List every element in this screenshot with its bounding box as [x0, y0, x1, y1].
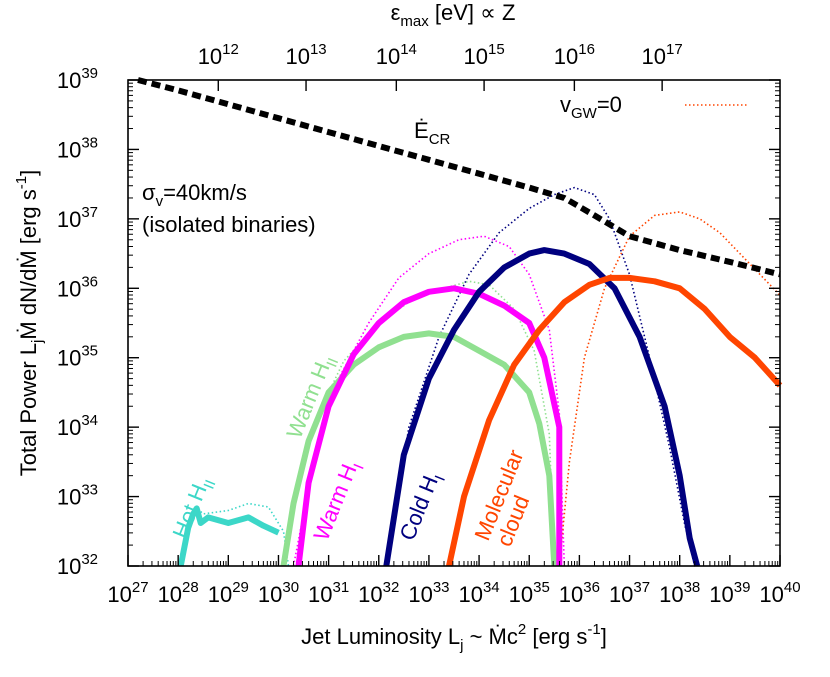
series-line-2 [295, 285, 563, 567]
x2-tick-label-5: 1017 [642, 41, 683, 69]
y-tick-label-1: 1033 [57, 482, 98, 510]
x2-axis-label: εmax [eV] ∝ Z [391, 0, 516, 30]
legend-label: vGW=0 [560, 92, 622, 122]
x-tick-label-1: 1028 [158, 579, 199, 607]
ecr-label: ĖCR [414, 118, 451, 148]
x2-tick-label-2: 1014 [376, 41, 417, 69]
y-tick-label-5: 1037 [57, 204, 98, 232]
hot-hii-label: Hot HII [167, 473, 219, 544]
y-axis-label: Total Power LjṀ dN/dṀ [erg s-1] [13, 170, 46, 476]
x-axis-label: Jet Luminosity Lj ~ Ṁc2 [erg s-1] [301, 621, 607, 654]
y-tick-label-4: 1036 [57, 273, 98, 301]
text-labels: 1027 1028 1029 1030 1031 1032 1033 1034 1035 1036… [13, 0, 801, 654]
y-tick-label-0: 1032 [57, 551, 98, 579]
x-tick-label-4: 1031 [308, 579, 349, 607]
y-tick-label-6: 1038 [57, 134, 98, 162]
x2-tick-label-0: 1012 [198, 41, 239, 69]
x-tick-label-12: 1039 [709, 579, 750, 607]
isolated-binaries-label: (isolated binaries) [142, 212, 316, 237]
x-tick-label-11: 1038 [659, 579, 700, 607]
x-tick-label-5: 1032 [358, 579, 399, 607]
plot-frame [127, 79, 781, 567]
warm-hi-label: Warm HI [308, 457, 367, 546]
series-line-10 [137, 77, 781, 278]
x2-tick-label-3: 1015 [464, 41, 505, 69]
series-line-8 [385, 186, 696, 567]
x-tick-label-10: 1037 [609, 579, 650, 607]
sigma-label: σv=40km/s [142, 180, 247, 210]
y-tick-label-7: 1039 [57, 65, 98, 93]
x-tick-label-3: 1030 [258, 579, 299, 607]
series-line-9 [558, 211, 781, 567]
series-line-0 [177, 505, 280, 567]
x-tick-label-2: 1029 [208, 579, 249, 607]
series-line-3 [383, 247, 701, 567]
x-tick-label-13: 1040 [759, 579, 800, 607]
x-tick-label-0: 1027 [107, 579, 148, 607]
x-tick-label-7: 1034 [458, 579, 499, 607]
x-tick-label-9: 1036 [559, 579, 600, 607]
y-tick-label-2: 1034 [57, 412, 98, 440]
series-line-1 [280, 330, 558, 567]
x2-tick-label-1: 1013 [285, 41, 326, 69]
series-line-4 [446, 274, 783, 567]
axis-ticks [127, 79, 781, 567]
x-tick-label-6: 1033 [408, 579, 449, 607]
x2-tick-label-4: 1016 [554, 41, 595, 69]
x-tick-label-8: 1035 [509, 579, 550, 607]
curves-layer [137, 77, 783, 567]
y-tick-label-3: 1035 [57, 343, 98, 371]
